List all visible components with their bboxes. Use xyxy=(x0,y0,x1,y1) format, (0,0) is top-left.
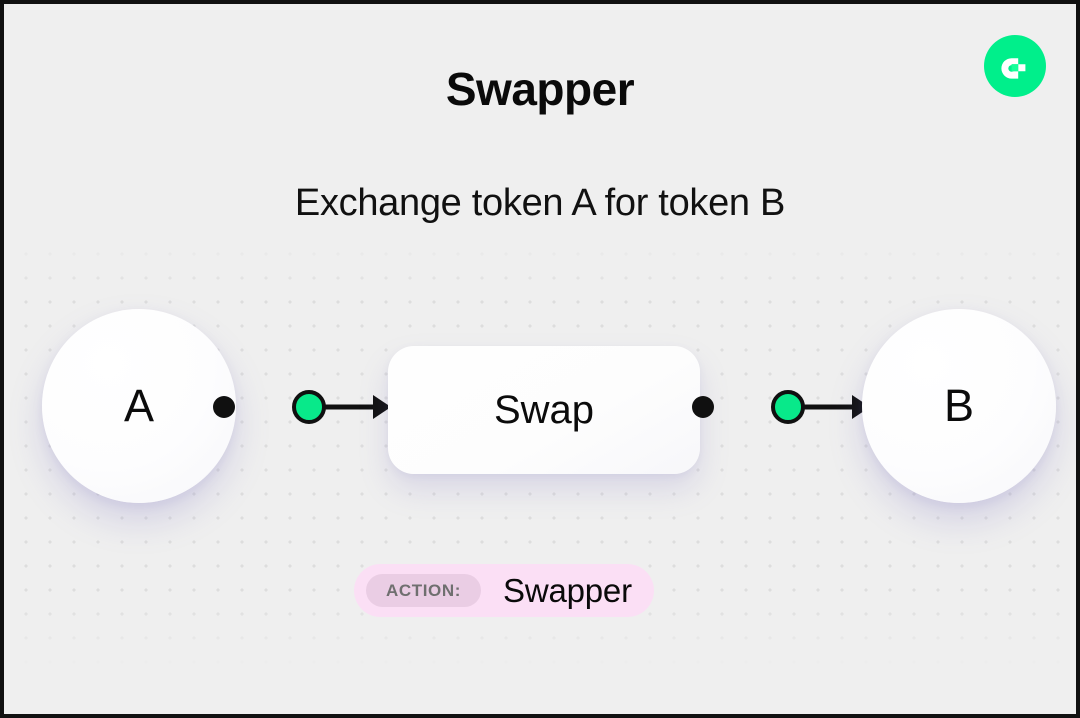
page-subtitle: Exchange token A for token B xyxy=(294,182,786,224)
page-title: Swapper xyxy=(445,63,635,115)
status-badge: ACTION: Swapper xyxy=(354,564,654,617)
connector-a-to-swap xyxy=(213,387,389,427)
connector-swap-to-b xyxy=(692,387,868,427)
token-a-node[interactable]: A xyxy=(42,309,236,503)
action-value: Swapper xyxy=(503,571,632,609)
swap-card-label: Swap xyxy=(493,387,595,432)
token-b-node[interactable]: B xyxy=(862,309,1056,503)
token-b-label: B xyxy=(943,380,974,431)
swap-card[interactable]: Swap xyxy=(388,346,700,474)
token-a-label: A xyxy=(123,380,154,431)
swap-flow-diagram: A Swap xyxy=(4,309,1076,509)
action-label: ACTION: xyxy=(366,574,482,607)
flow-logo-icon xyxy=(984,35,1046,97)
